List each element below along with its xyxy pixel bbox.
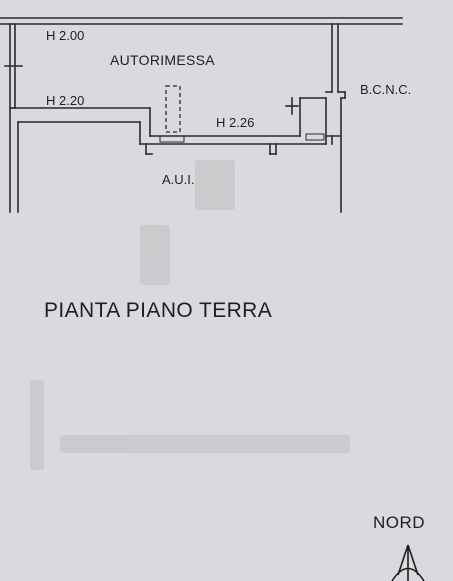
walls	[0, 17, 403, 213]
height-label-garage-mid: H 2.20	[46, 93, 85, 108]
background-ghost-marks	[30, 160, 350, 470]
room-label-aui: A.U.I.	[162, 172, 195, 187]
dashed-shaft	[165, 85, 181, 133]
pillars	[159, 133, 325, 143]
plan-title: PIANTA PIANO TERRA	[44, 299, 273, 322]
height-label-garage-top: H 2.00	[46, 28, 85, 43]
room-label-bcnc: B.C.N.C.	[360, 82, 412, 97]
height-label-aui: H 2.26	[216, 115, 255, 130]
room-label-garage: AUTORIMESSA	[110, 52, 215, 68]
north-label: NORD	[373, 513, 426, 532]
north-arrow-icon	[391, 544, 425, 581]
